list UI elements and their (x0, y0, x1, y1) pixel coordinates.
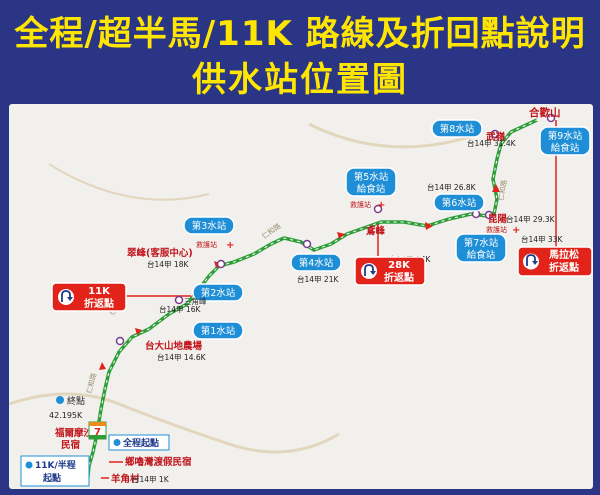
svg-text:馬拉松: 馬拉松 (549, 248, 579, 261)
station-pins (115, 113, 556, 346)
water-station-3: 第3水站 (183, 216, 235, 235)
water-station-9: 第9水站 給食站 (539, 126, 591, 156)
place-sanjiaofeng: 三角峰 (184, 296, 207, 306)
svg-text:台14甲 33K: 台14甲 33K (521, 234, 563, 244)
svg-text:第1水站: 第1水站 (201, 325, 236, 337)
svg-text:台14甲 31.4K: 台14甲 31.4K (467, 138, 517, 148)
water-station-8: 第8水站 (431, 119, 483, 138)
place-kunyang: 昆陽 (488, 213, 508, 225)
svg-text:給食站: 給食站 (551, 142, 580, 154)
svg-text:台14甲 16K: 台14甲 16K (159, 304, 201, 314)
svg-text:給食站: 給食站 (467, 249, 496, 261)
svg-text:終點: 終點 (67, 395, 85, 407)
svg-text:全程起點: 全程起點 (122, 437, 159, 449)
svg-text:28K: 28K (388, 260, 411, 271)
svg-text:救護站: 救護站 (196, 240, 217, 249)
water-station-6: 第6水站 (433, 193, 485, 212)
finish-marker: 終點 42.195K (49, 395, 85, 420)
water-station-4: 第4水站 (290, 253, 342, 272)
svg-text:給食站: 給食站 (357, 183, 386, 195)
svg-text:台14甲 29.3K: 台14甲 29.3K (506, 214, 556, 224)
place-hehuan: 合歡山 (528, 106, 561, 119)
place-wuling: 武嶺 (486, 131, 506, 143)
water-station-2: 第2水站 (192, 283, 244, 302)
water-station-1: 第1水站 (192, 321, 244, 340)
route-map: 第1水站 第2水站 第3水站 第4水站 第5水站 給食站 第6水站 (9, 106, 593, 487)
svg-text:第4水站: 第4水站 (299, 257, 334, 269)
turnaround-marathon: 馬拉松 折返點 (517, 246, 593, 277)
side-road (308, 122, 480, 149)
map-area: 第1水站 第2水站 第3水站 第4水站 第5水站 給食站 第6水站 (9, 104, 593, 489)
svg-text:+: + (377, 200, 385, 211)
svg-text:起點: 起點 (42, 472, 61, 484)
svg-text:第7水站: 第7水站 (464, 237, 499, 249)
svg-text:11K/半程: 11K/半程 (35, 459, 76, 471)
svg-text:第8水站: 第8水站 (440, 123, 475, 135)
race-route (85, 118, 538, 487)
place-cuifeng: 翠峰(客服中心) (127, 247, 193, 259)
svg-text:仁和路: 仁和路 (260, 221, 282, 240)
convenience-store-logo: 7 (88, 421, 107, 440)
race-route-trace (86, 119, 538, 487)
svg-text:救護站: 救護站 (350, 200, 371, 209)
svg-text:第5水站: 第5水站 (354, 171, 389, 183)
full-start-marker: 全程起點 (108, 434, 170, 451)
svg-text:折返點: 折返點 (84, 297, 114, 310)
svg-text:7: 7 (94, 427, 101, 438)
place-taida: 台大山地農場 (145, 340, 203, 352)
turnaround-28k: 28K 折返點 (354, 256, 426, 286)
svg-text:台14甲 1K: 台14甲 1K (132, 474, 170, 484)
svg-text:仁和路: 仁和路 (84, 372, 98, 395)
title-line-2: 供水站位置圖 (192, 60, 408, 100)
water-station-5: 第5水站 給食站 (345, 167, 397, 197)
svg-text:42.195K: 42.195K (49, 411, 83, 420)
place-fuerpo-2: 民宿 (61, 439, 81, 451)
place-fuerpo: 福爾摩沙 (54, 427, 94, 439)
svg-text:第2水站: 第2水站 (201, 287, 236, 299)
title-line-1: 全程/超半馬/11K 路線及折回點說明 (14, 14, 586, 54)
half-start-marker: 11K/半程 起點 (20, 455, 90, 487)
svg-text:台14甲 26.8K: 台14甲 26.8K (427, 182, 477, 192)
svg-text:第9水站: 第9水站 (548, 130, 583, 142)
svg-text:+: + (226, 240, 234, 251)
medical-station-3: 救護站 + (486, 225, 520, 236)
svg-text:第6水站: 第6水站 (442, 197, 477, 209)
medical-station-1: 救護站 + (196, 240, 234, 251)
svg-text:台14甲 14.6K: 台14甲 14.6K (157, 352, 207, 362)
svg-text:折返點: 折返點 (384, 271, 414, 284)
svg-text:台14甲 21K: 台14甲 21K (297, 274, 339, 284)
svg-text:第3水站: 第3水站 (192, 220, 227, 232)
side-road (48, 163, 210, 201)
svg-text:11K: 11K (88, 286, 111, 297)
side-road (9, 392, 340, 454)
place-xiangqi: 鄉嚕灣渡假民宿 (125, 456, 192, 468)
svg-text:救護站: 救護站 (486, 225, 507, 234)
turnaround-11k: 11K 折返點 (51, 282, 127, 312)
water-station-7: 第7水站 給食站 (455, 233, 507, 263)
place-yuanfeng: 鳶峰 (365, 225, 386, 237)
medical-station-2: 救護站 + (350, 200, 385, 211)
svg-text:仁和路: 仁和路 (496, 179, 509, 201)
place-yangjiao: 羊角村 (111, 473, 140, 485)
svg-text:台14甲 18K: 台14甲 18K (147, 259, 189, 269)
svg-text:+: + (512, 225, 520, 236)
svg-text:折返點: 折返點 (549, 261, 579, 274)
